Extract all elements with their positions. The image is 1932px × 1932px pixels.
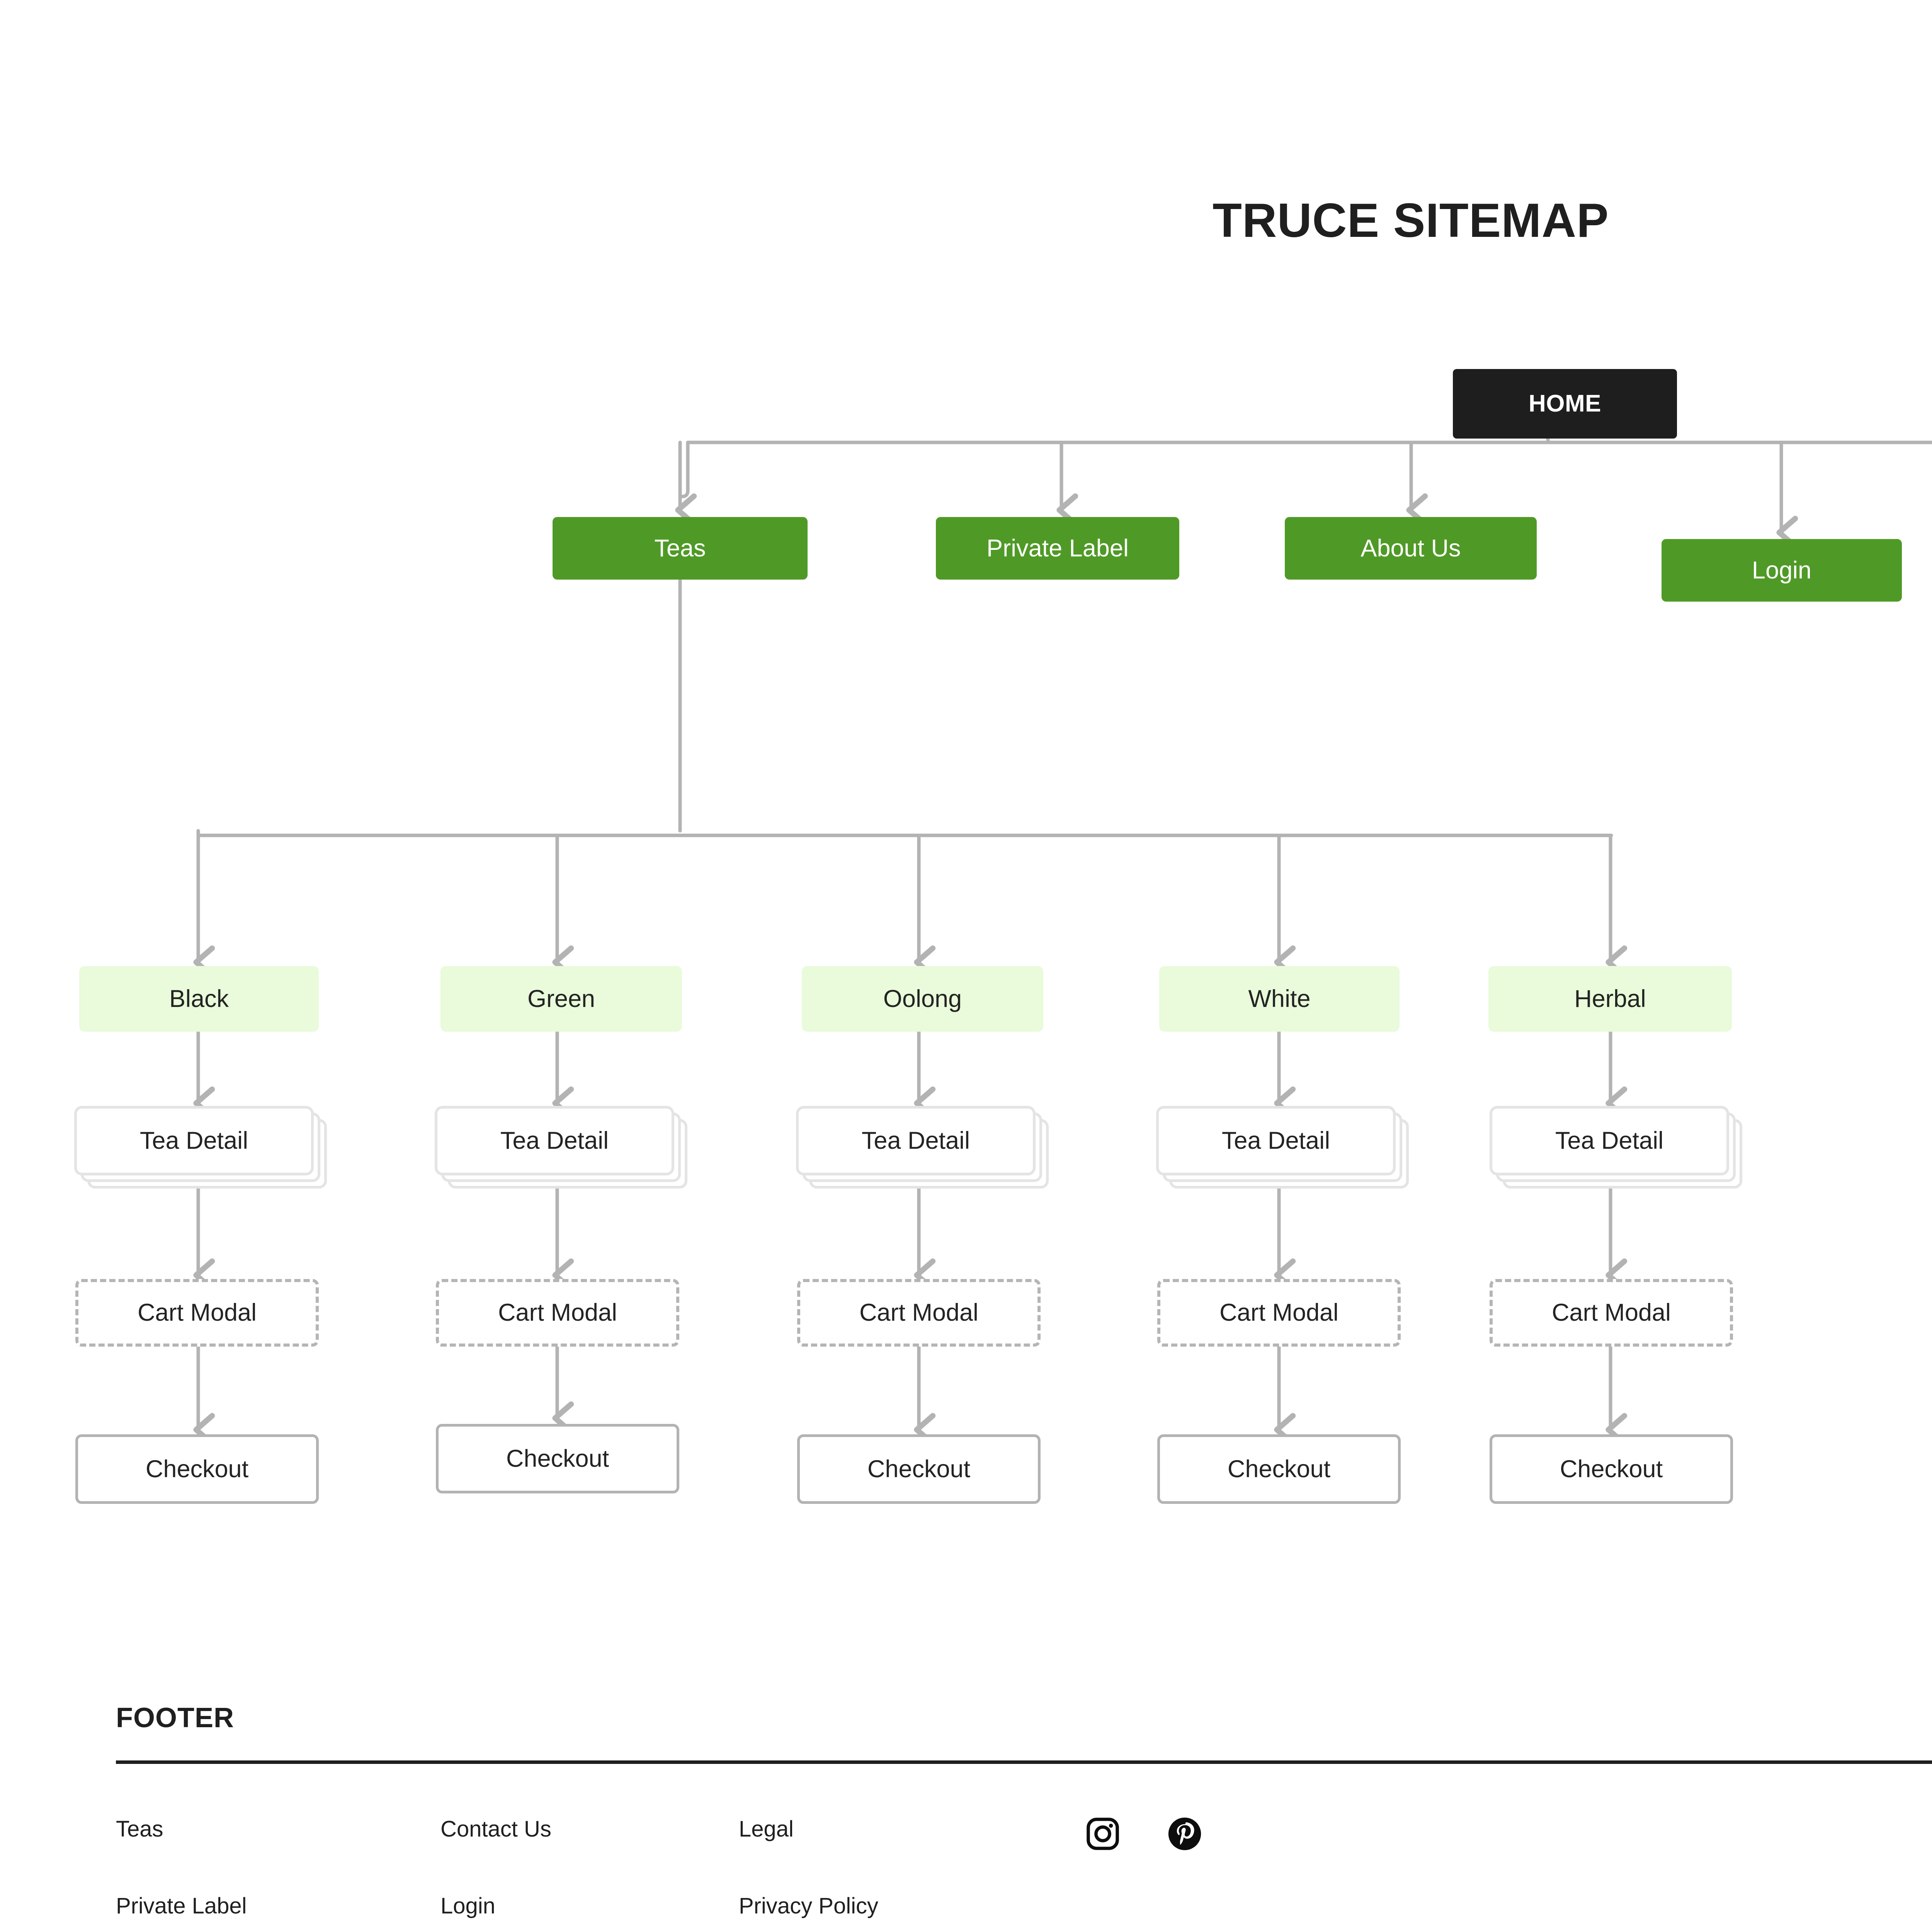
footer-title: FOOTER bbox=[116, 1702, 234, 1733]
node-teas[interactable]: Teas bbox=[553, 517, 808, 580]
node-tea-detail-herbal[interactable]: Tea Detail bbox=[1490, 1106, 1742, 1189]
node-tea-detail-white[interactable]: Tea Detail bbox=[1156, 1106, 1409, 1189]
stack-sheet-front: Tea Detail bbox=[74, 1106, 314, 1175]
node-cart-modal-oolong[interactable]: Cart Modal bbox=[797, 1279, 1041, 1347]
node-category-green[interactable]: Green bbox=[440, 966, 682, 1032]
node-checkout-herbal[interactable]: Checkout bbox=[1490, 1434, 1733, 1504]
node-checkout-oolong[interactable]: Checkout bbox=[797, 1434, 1041, 1504]
node-category-white[interactable]: White bbox=[1159, 966, 1400, 1032]
node-login[interactable]: Login bbox=[1662, 539, 1902, 602]
node-about-us[interactable]: About Us bbox=[1285, 517, 1537, 580]
node-tea-detail-green[interactable]: Tea Detail bbox=[435, 1106, 687, 1189]
node-checkout-green[interactable]: Checkout bbox=[436, 1424, 679, 1493]
footer-link-teas[interactable]: Teas bbox=[116, 1816, 163, 1842]
node-category-oolong[interactable]: Oolong bbox=[802, 966, 1043, 1032]
footer-column-2: Contact Us Login bbox=[440, 1816, 551, 1932]
node-tea-detail-oolong[interactable]: Tea Detail bbox=[796, 1106, 1049, 1189]
node-tea-detail-black[interactable]: Tea Detail bbox=[74, 1106, 327, 1189]
footer-column-3: Legal Privacy Policy bbox=[739, 1816, 878, 1932]
node-category-herbal[interactable]: Herbal bbox=[1488, 966, 1732, 1032]
node-checkout-black[interactable]: Checkout bbox=[75, 1434, 319, 1504]
stack-sheet-front: Tea Detail bbox=[435, 1106, 674, 1175]
footer-link-contact-us[interactable]: Contact Us bbox=[440, 1816, 551, 1842]
node-cart-modal-black[interactable]: Cart Modal bbox=[75, 1279, 319, 1347]
page-title: TRUCE SITEMAP bbox=[1213, 194, 1609, 247]
node-cart-modal-green[interactable]: Cart Modal bbox=[436, 1279, 679, 1347]
node-category-black[interactable]: Black bbox=[79, 966, 319, 1032]
instagram-icon[interactable] bbox=[1085, 1816, 1121, 1852]
node-checkout-white[interactable]: Checkout bbox=[1157, 1434, 1401, 1504]
node-private-label[interactable]: Private Label bbox=[936, 517, 1179, 580]
footer-link-legal[interactable]: Legal bbox=[739, 1816, 794, 1842]
footer-social-links bbox=[1085, 1816, 1202, 1852]
footer-column-1: Teas Private Label About Us bbox=[116, 1816, 247, 1932]
node-cart-modal-herbal[interactable]: Cart Modal bbox=[1490, 1279, 1733, 1347]
stack-sheet-front: Tea Detail bbox=[1490, 1106, 1729, 1175]
pinterest-icon[interactable] bbox=[1167, 1816, 1202, 1852]
stack-sheet-front: Tea Detail bbox=[1156, 1106, 1396, 1175]
footer-link-privacy-policy[interactable]: Privacy Policy bbox=[739, 1893, 878, 1918]
node-home[interactable]: HOME bbox=[1453, 369, 1677, 439]
footer-link-login[interactable]: Login bbox=[440, 1893, 495, 1918]
node-cart-modal-white[interactable]: Cart Modal bbox=[1157, 1279, 1401, 1347]
stack-sheet-front: Tea Detail bbox=[796, 1106, 1036, 1175]
footer-divider bbox=[116, 1760, 1932, 1764]
footer-link-private-label[interactable]: Private Label bbox=[116, 1893, 247, 1918]
